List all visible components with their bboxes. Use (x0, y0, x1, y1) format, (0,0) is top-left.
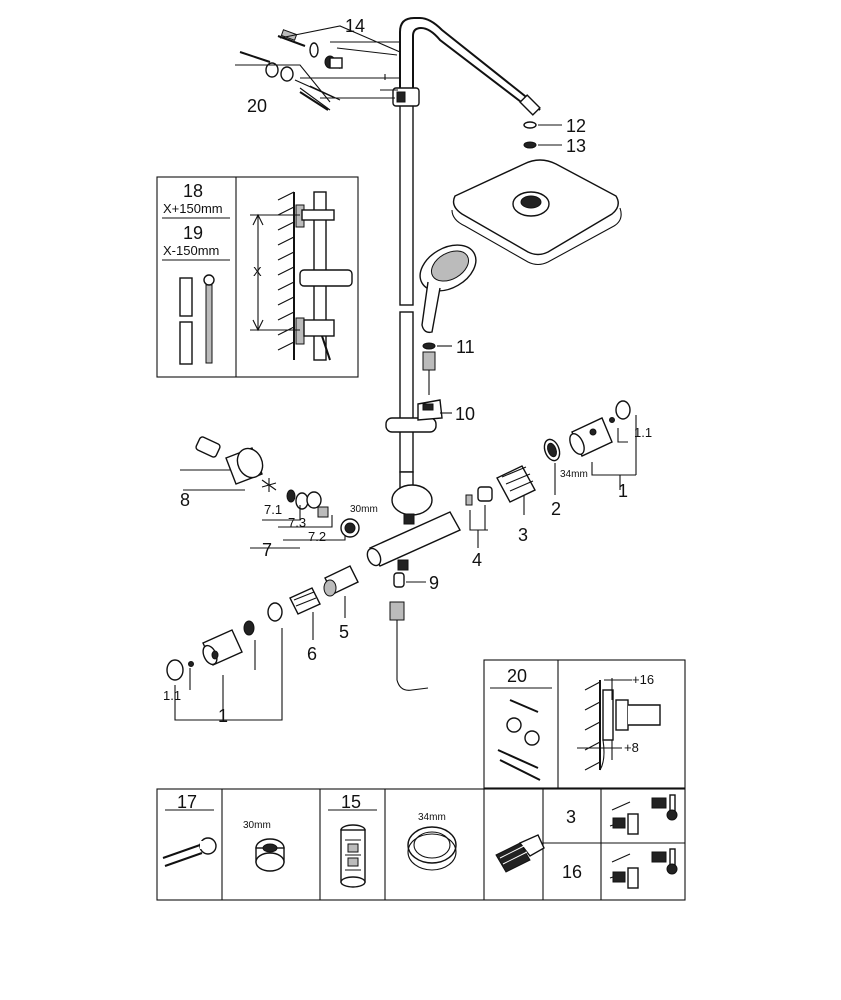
callout-7-1: 7.1 (264, 502, 282, 517)
callout-7: 7 (262, 540, 272, 560)
callout-6: 6 (307, 644, 317, 664)
callout-7-3: 7.3 (288, 515, 306, 530)
nut-icon (255, 838, 285, 872)
bottom-table (156, 788, 686, 901)
callout-3: 3 (518, 525, 528, 545)
table-17: 17 (177, 792, 197, 812)
table-16: 16 (562, 862, 582, 882)
wrench-icon (162, 837, 217, 867)
part-14-fixings (277, 25, 401, 91)
callout-4: 4 (472, 550, 482, 570)
left-upper-group (180, 436, 360, 549)
cartridge-icon (340, 824, 366, 888)
callout-2: 2 (551, 499, 561, 519)
x-dimension-label: X (253, 264, 262, 279)
box-19-number: 19 (183, 223, 203, 243)
callout-8: 8 (180, 490, 190, 510)
callout-9: 9 (429, 573, 439, 593)
part-20-fixings (235, 51, 341, 111)
thermo-cartridge-icon (495, 834, 545, 873)
table-ring-label: 34mm (418, 812, 446, 823)
table-15: 15 (341, 792, 361, 812)
slider-10 (385, 399, 452, 433)
callout-12: 12 (566, 116, 586, 136)
callout-11: 11 (456, 337, 475, 357)
callout-1-right: 1 (618, 481, 628, 501)
callout-5: 5 (339, 622, 349, 642)
box-18-text: X+150mm (163, 201, 223, 216)
table-3: 3 (566, 807, 576, 827)
plus-8-label: +8 (624, 740, 639, 755)
thermostat-body (366, 471, 461, 691)
right-handle-group (465, 400, 637, 548)
box-20-number: 20 (507, 666, 527, 686)
callout-1-left: 1 (218, 706, 228, 726)
callout-7-2: 7.2 (308, 529, 326, 544)
callout-20: 20 (247, 96, 267, 116)
ring-34mm-label: 34mm (560, 469, 588, 480)
table-nut-label: 30mm (243, 820, 271, 831)
plus-16-label: +16 (632, 672, 654, 687)
box-18-number: 18 (183, 181, 203, 201)
overhead-shower (451, 121, 622, 266)
hand-shower (419, 244, 477, 395)
thermometer-icon (609, 794, 678, 889)
callout-1-1-right: 1.1 (634, 425, 652, 440)
ring-icon (407, 826, 457, 871)
left-lower-group (166, 565, 359, 721)
callout-13: 13 (566, 136, 586, 156)
callout-10: 10 (455, 404, 475, 424)
callout-14: 14 (345, 16, 365, 36)
box-19-text: X-150mm (163, 243, 219, 258)
box-20 (483, 659, 686, 789)
box-18-19 (156, 176, 359, 378)
nut-30mm-label: 30mm (350, 504, 378, 515)
callout-1-1-left: 1.1 (163, 688, 181, 703)
upper-bracket (320, 41, 420, 107)
